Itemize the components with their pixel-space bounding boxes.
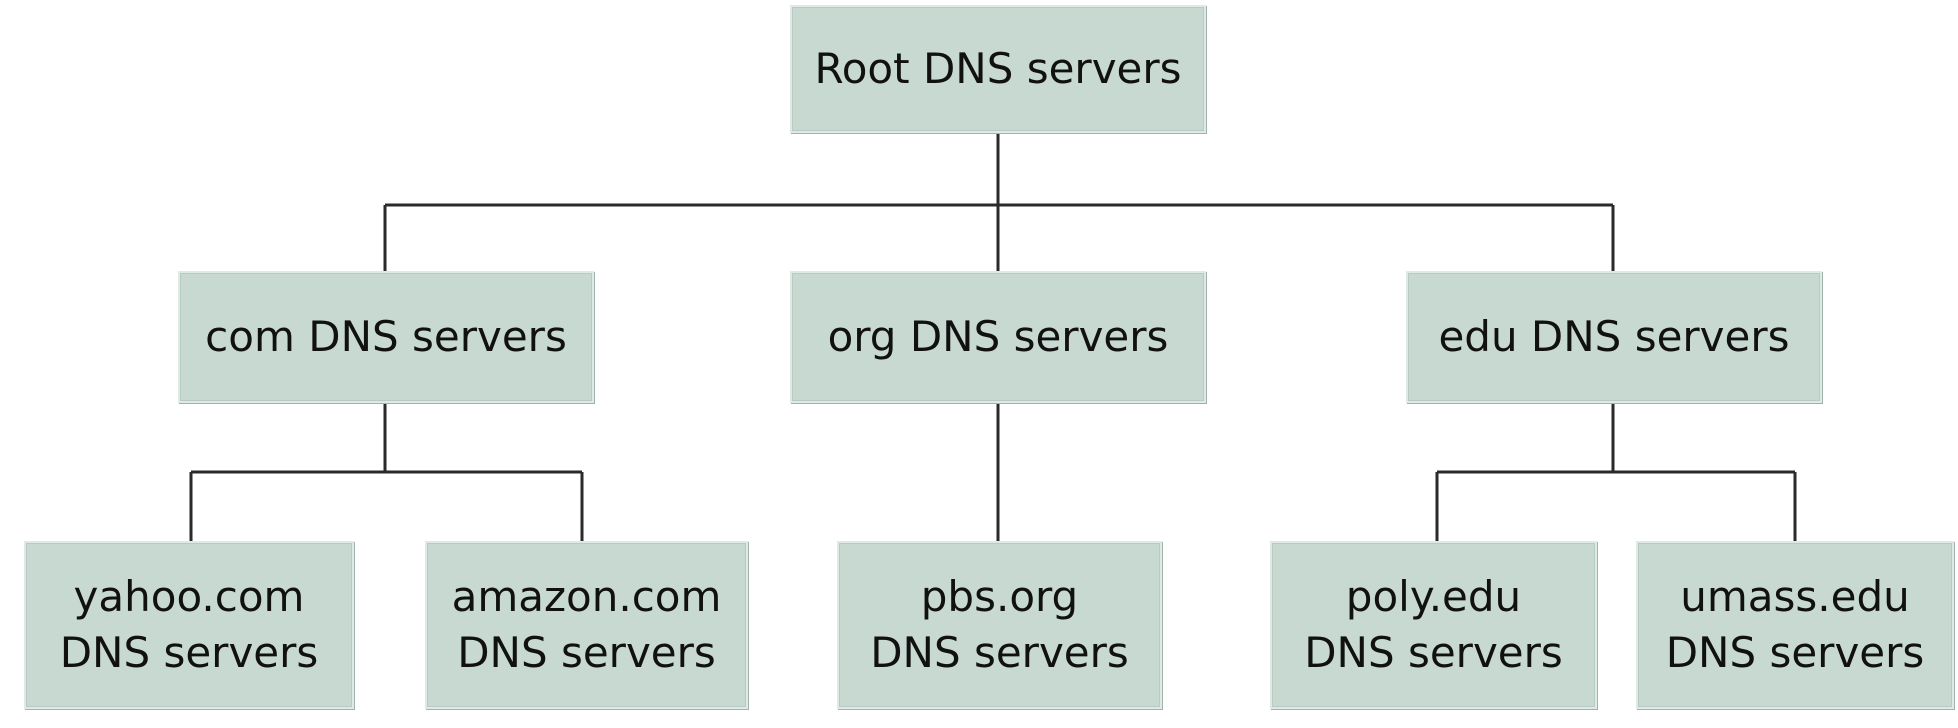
poly-node-label-line2: DNS servers bbox=[1304, 628, 1563, 677]
org-node-label: org DNS servers bbox=[827, 312, 1169, 361]
org-dns-servers-node: org DNS servers bbox=[790, 271, 1206, 403]
amazon-node-label-line2: DNS servers bbox=[457, 628, 716, 677]
poly-node-label-line1: poly.edu bbox=[1345, 572, 1522, 621]
pbs-dns-servers-node: pbs.org DNS servers bbox=[837, 541, 1162, 709]
amazon-dns-servers-node: amazon.com DNS servers bbox=[425, 541, 748, 709]
poly-dns-servers-node: poly.edu DNS servers bbox=[1270, 541, 1597, 709]
pbs-node-label-line2: DNS servers bbox=[870, 628, 1129, 677]
root-dns-servers-node: Root DNS servers bbox=[790, 5, 1206, 133]
umass-node-label-line1: umass.edu bbox=[1680, 572, 1910, 621]
yahoo-node-label-line1: yahoo.com bbox=[73, 572, 305, 621]
yahoo-dns-servers-node: yahoo.com DNS servers bbox=[24, 541, 354, 709]
pbs-node-label-line1: pbs.org bbox=[920, 572, 1079, 621]
umass-node-label-line2: DNS servers bbox=[1665, 628, 1925, 677]
com-dns-servers-node: com DNS servers bbox=[178, 271, 594, 403]
edu-node-label: edu DNS servers bbox=[1438, 312, 1790, 361]
root-node-label: Root DNS servers bbox=[814, 44, 1182, 93]
com-node-label: com DNS servers bbox=[205, 312, 567, 361]
yahoo-node-label-line2: DNS servers bbox=[59, 628, 319, 677]
umass-dns-servers-node: umass.edu DNS servers bbox=[1636, 541, 1954, 709]
edu-dns-servers-node: edu DNS servers bbox=[1406, 271, 1822, 403]
amazon-node-label-line1: amazon.com bbox=[451, 572, 722, 621]
